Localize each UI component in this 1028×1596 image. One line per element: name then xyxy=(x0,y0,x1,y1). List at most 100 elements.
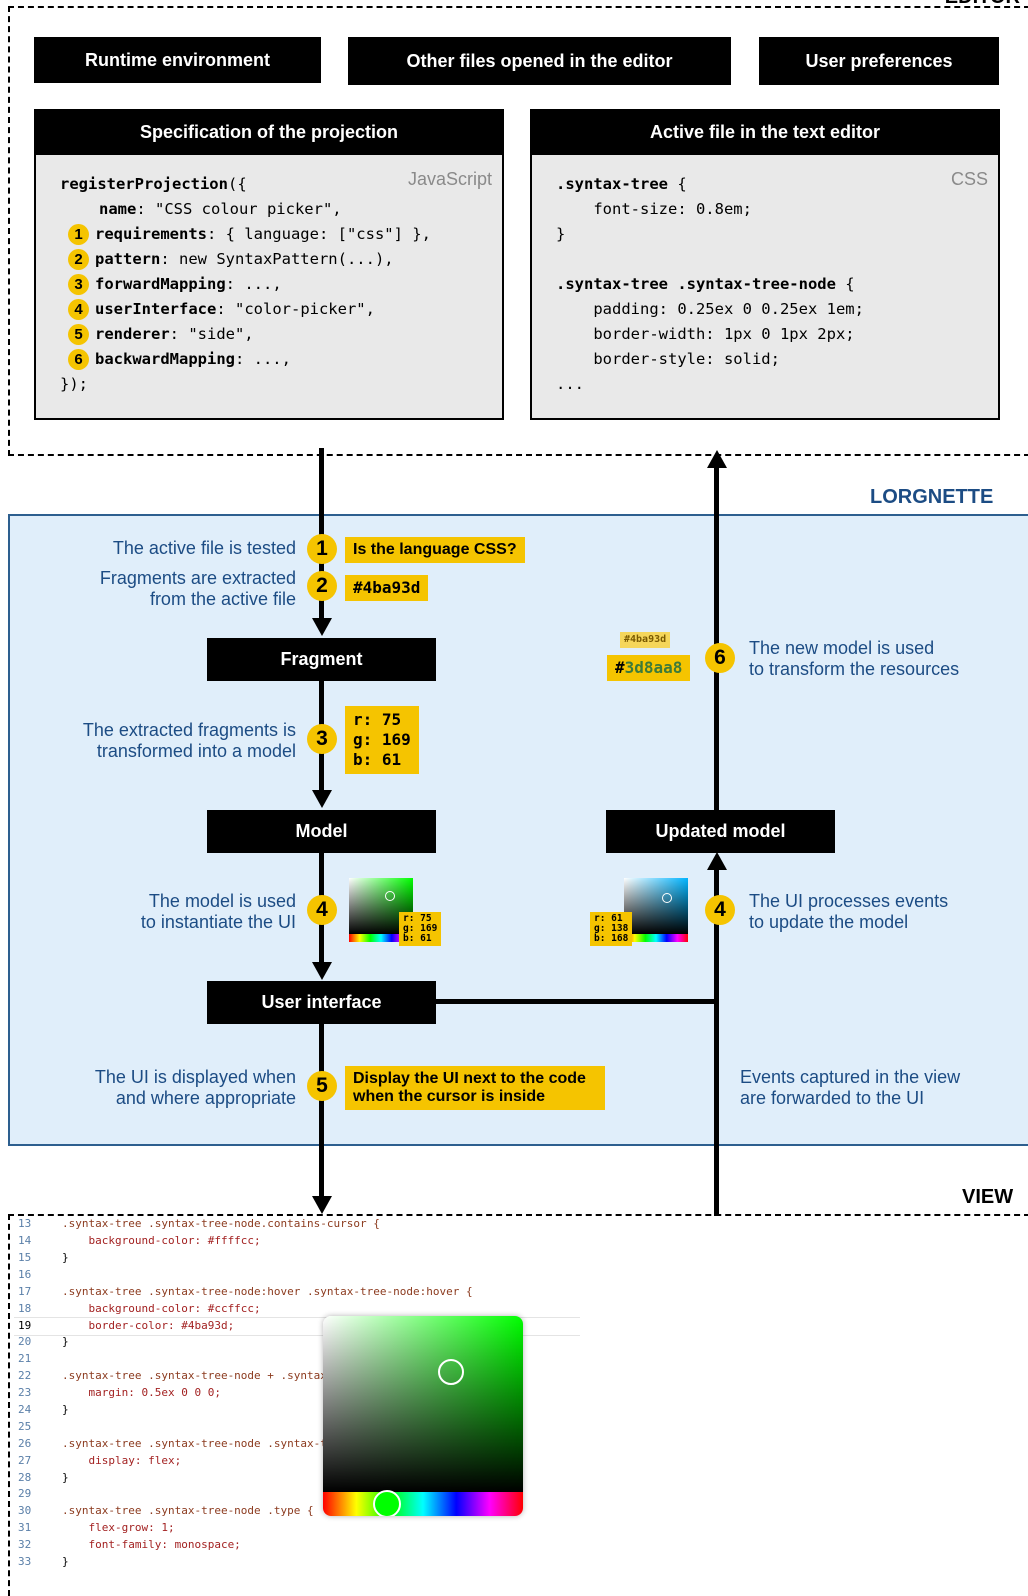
line-number: 16 xyxy=(18,1267,32,1281)
editor-line[interactable]: 23 margin: 0.5ex 0 0 0; xyxy=(14,1385,580,1402)
editor-line[interactable]: 30.syntax-tree .syntax-tree-node .type { xyxy=(14,1503,580,1520)
line-text: display: flex; xyxy=(62,1453,182,1467)
active-code-rest: padding: 0.25ex 0 0.25ex 1em; xyxy=(556,300,864,318)
active-code-line: padding: 0.25ex 0 0.25ex 1em; xyxy=(556,297,864,322)
active-code-line: .syntax-tree .syntax-tree-node { xyxy=(556,272,864,297)
active-code-rest: ... xyxy=(556,375,584,393)
flow-line xyxy=(436,999,716,1004)
color-picker-cursor[interactable] xyxy=(438,1359,464,1385)
node-updated-model: Updated model xyxy=(606,810,835,853)
step6-text-line2: to transform the resources xyxy=(749,659,960,679)
editor-line[interactable]: 22.syntax-tree .syntax-tree-node + .synt… xyxy=(14,1368,580,1385)
color-picker-ui[interactable] xyxy=(323,1316,523,1516)
step4-left-line2: to instantiate the UI xyxy=(140,912,296,932)
editor-line[interactable]: 16 xyxy=(14,1267,580,1284)
step6-old-color: #4ba93d xyxy=(620,632,671,648)
line-number: 15 xyxy=(18,1250,32,1264)
step5-note: Display the UI next to the code when the… xyxy=(345,1066,605,1110)
editor-line[interactable]: 28} xyxy=(14,1470,580,1487)
spec-code-rest: : ..., xyxy=(225,275,282,293)
editor-line[interactable]: 13.syntax-tree .syntax-tree-node.contain… xyxy=(14,1216,580,1233)
step4-right-number: 4 xyxy=(705,895,735,925)
active-code-line: font-size: 0.8em; xyxy=(556,197,864,222)
line-number: 27 xyxy=(18,1453,32,1467)
editor-line[interactable]: 26.syntax-tree .syntax-tree-node .syntax… xyxy=(14,1436,580,1453)
resource-user-preferences: User preferences xyxy=(759,37,999,85)
line-text: .syntax-tree .syntax-tree-node .syntax-t xyxy=(62,1436,327,1450)
step-number-badge: 2 xyxy=(68,249,89,270)
line-text: font-family: monospace; xyxy=(62,1538,241,1552)
active-code: .syntax-tree { font-size: 0.8em;} .syntax… xyxy=(556,172,864,397)
line-number: 19 xyxy=(18,1319,32,1333)
line-number: 13 xyxy=(18,1217,32,1230)
editor-line[interactable]: 24} xyxy=(14,1402,580,1419)
editor-line[interactable]: 29 xyxy=(14,1486,580,1503)
step5-text-line1: The UI is displayed when xyxy=(94,1067,296,1087)
line-number: 20 xyxy=(18,1335,32,1349)
color-picker-hue-slider[interactable] xyxy=(323,1492,523,1516)
editor-line[interactable]: 18 background-color: #ccffcc; xyxy=(14,1301,580,1318)
view-region xyxy=(8,1214,1028,1596)
mini-picker-right-values: r: 61 g: 138 b: 168 xyxy=(590,912,633,946)
editor-line[interactable]: 25 xyxy=(14,1419,580,1436)
spec-code-key: pattern xyxy=(95,250,161,268)
active-code-line xyxy=(556,247,864,272)
step2-text: Fragments are extracted from the active … xyxy=(30,568,296,610)
line-number: 22 xyxy=(18,1369,32,1383)
events-text-line2: are forwarded to the UI xyxy=(740,1088,925,1108)
editor-line[interactable]: 21 xyxy=(14,1351,580,1368)
step4-left-number: 4 xyxy=(307,895,337,925)
spec-language: JavaScript xyxy=(407,169,492,189)
editor-line[interactable]: 32 font-family: monospace; xyxy=(14,1537,580,1554)
editor-line[interactable]: 14 background-color: #ffffcc; xyxy=(14,1233,580,1250)
hue-slider-handle[interactable] xyxy=(373,1490,401,1516)
editor-line[interactable]: 33} xyxy=(14,1554,580,1571)
line-text: background-color: #ccffcc; xyxy=(62,1301,261,1315)
line-text: } xyxy=(62,1250,69,1264)
line-number: 24 xyxy=(18,1402,32,1416)
flow-line xyxy=(714,870,719,1216)
spec-code-key: name xyxy=(99,200,137,218)
spec-code-key: userInterface xyxy=(95,300,217,318)
editor-line[interactable]: 19 border-color: #4ba93d; xyxy=(14,1317,580,1337)
active-code-rest: { xyxy=(835,275,855,293)
spec-code-rest: : "side", xyxy=(169,325,254,343)
editor-region xyxy=(8,6,1028,456)
color-picker-saturation-area[interactable] xyxy=(323,1316,523,1492)
line-number: 33 xyxy=(18,1555,32,1568)
arrow-head xyxy=(707,852,727,870)
arrow-head xyxy=(312,618,332,636)
step6-new-color: #3d8aa8 xyxy=(607,655,691,681)
arrow-head xyxy=(312,790,332,808)
editor-line[interactable]: 15} xyxy=(14,1250,580,1267)
flow-line xyxy=(319,448,324,618)
step6-text: The new model is used to transform the r… xyxy=(749,638,1019,680)
active-code-rest: } xyxy=(556,225,566,243)
line-number: 30 xyxy=(18,1504,32,1518)
mini-picker-left-values: r: 75 g: 169 b: 61 xyxy=(399,912,442,946)
resource-runtime: Runtime environment xyxy=(34,37,321,83)
lorgnette-label: LORGNETTE xyxy=(870,486,994,508)
step6-new-hash: # xyxy=(615,658,625,677)
editor-line[interactable]: 17.syntax-tree .syntax-tree-node:hover .… xyxy=(14,1284,580,1301)
editor-line[interactable]: 31 flex-grow: 1; xyxy=(14,1520,580,1537)
step3-text-line1: The extracted fragments is xyxy=(82,720,296,740)
step1-text: The active file is tested xyxy=(112,538,296,558)
active-code-selector: .syntax-tree .syntax-tree-node xyxy=(556,275,836,293)
active-code-selector: .syntax-tree xyxy=(556,175,668,193)
line-number: 28 xyxy=(18,1470,32,1484)
spec-code-rest: ({ xyxy=(227,175,247,193)
line-text: border-color: #4ba93d; xyxy=(62,1319,235,1333)
line-text: margin: 0.5ex 0 0 0; xyxy=(62,1386,221,1399)
spec-code-line: name: "CSS colour picker", xyxy=(99,197,431,222)
step2-text-line1: Fragments are extracted xyxy=(99,568,296,588)
active-code-rest: border-width: 1px 0 1px 2px; xyxy=(556,325,855,343)
editor-line[interactable]: 27 display: flex; xyxy=(14,1453,580,1470)
active-code-rest: border-style: solid; xyxy=(556,350,780,368)
step6-new-value: 3d8aa8 xyxy=(624,658,683,677)
line-number: 23 xyxy=(18,1386,32,1399)
editor-line[interactable]: 20} xyxy=(14,1334,580,1351)
step4-right-line2: to update the model xyxy=(749,912,909,932)
line-number: 31 xyxy=(18,1521,32,1535)
